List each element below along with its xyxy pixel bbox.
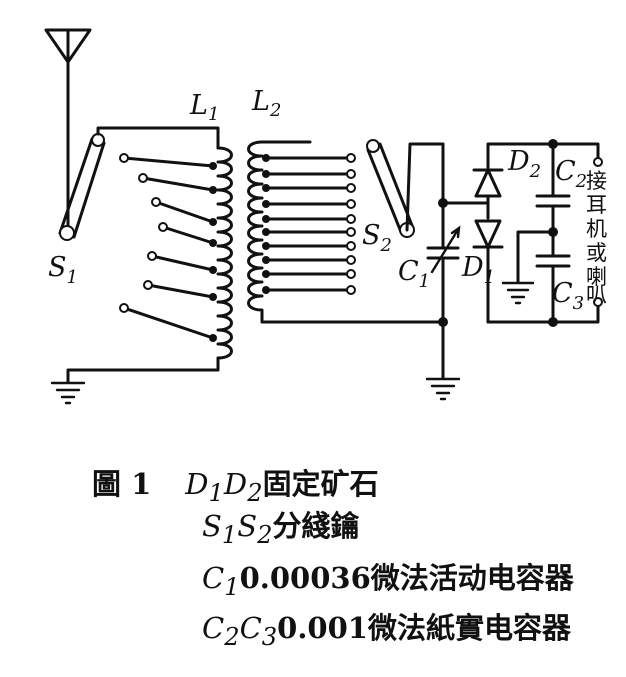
svg-text:叭: 叭 [586,283,607,307]
ground-right-icon [501,227,558,305]
crystal-diode-d2 [472,142,555,205]
caption-line-4: C2C30.001微法紙實电容器 [202,611,571,651]
capacitor-c3 [535,230,571,324]
variable-capacitor-c1[interactable] [426,201,461,324]
ground-left-icon [50,356,220,405]
label-s1: S1 [48,252,78,288]
coil-l1-taps[interactable] [119,153,217,342]
output-terminals[interactable] [548,139,603,327]
caption-line-2: S1S2分綫鑰 [202,509,360,549]
figure-number: 圖 1 [92,467,152,501]
ground-center-icon [425,198,461,401]
crystal-radio-schematic: L1 L2 S1 S2 C1 D1 D2 C2 C3 接 耳 机 或 喇 叭 [44,28,607,405]
svg-text:或: 或 [586,241,607,265]
switch-s1[interactable] [58,126,220,241]
capacitor-c2 [535,142,571,234]
antenna-icon [44,28,92,160]
label-c2: C2 [555,156,587,192]
svg-text:耳: 耳 [586,193,607,217]
label-d1: D1 [461,252,495,288]
label-l2: L2 [251,86,281,121]
svg-text:接: 接 [586,169,607,193]
coil-l2 [247,140,445,324]
output-label-vertical: 接 耳 机 或 喇 叭 [586,169,607,307]
coil-l2-taps[interactable] [262,153,356,295]
coil-l1 [216,146,233,360]
caption-line-3: C10.00036微法活动电容器 [202,561,574,601]
label-c1: C1 [398,256,430,292]
svg-text:喇: 喇 [586,265,607,289]
switch-s2[interactable] [366,139,445,238]
label-c3: C3 [552,278,584,314]
crystal-diode-d1 [441,201,504,324]
svg-text:机: 机 [586,217,607,241]
label-l1: L1 [189,90,219,125]
label-d2: D2 [507,146,541,182]
label-s2: S2 [362,220,392,256]
